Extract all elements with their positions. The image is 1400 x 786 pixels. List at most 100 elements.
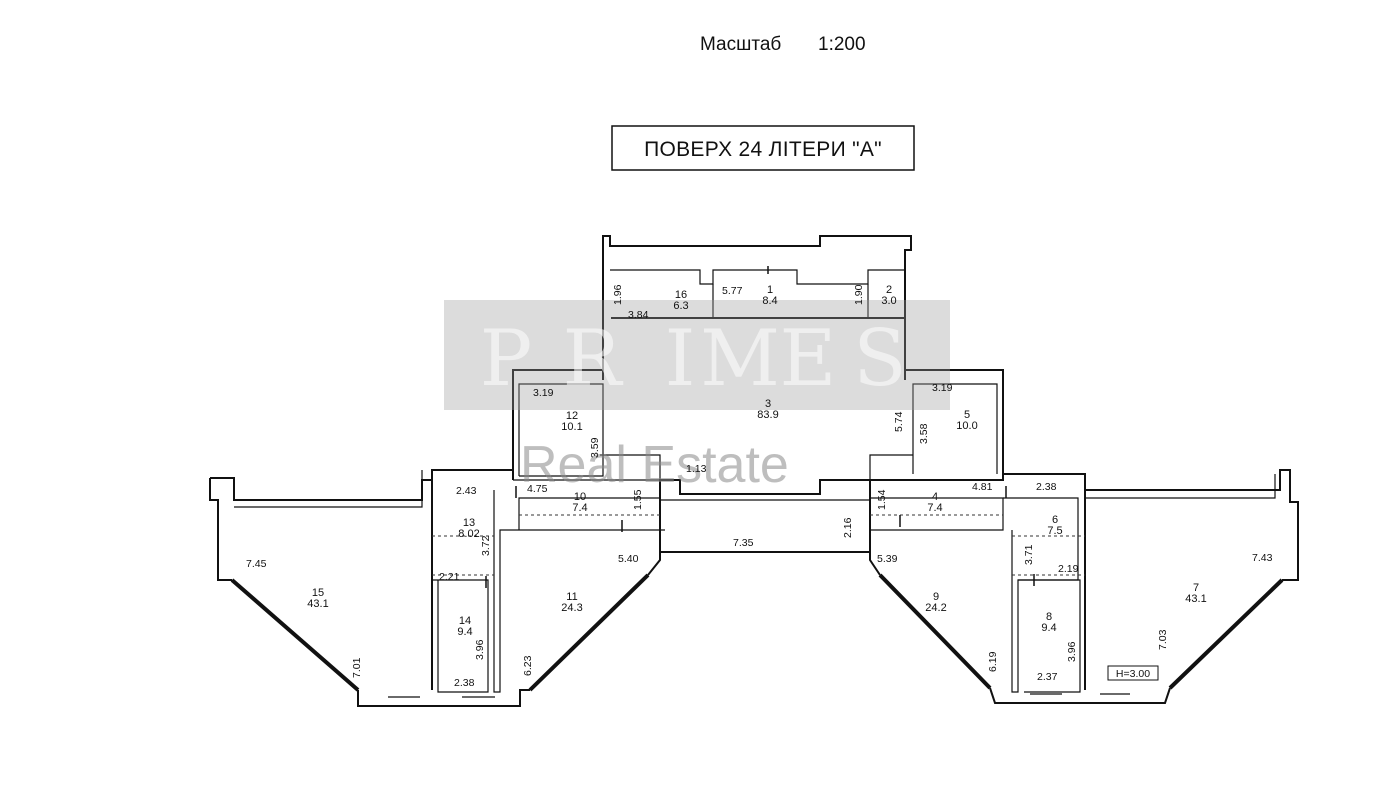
glazing-right-2 (1168, 578, 1284, 690)
dim-3-59: 3.59 (589, 437, 601, 458)
dim-3-19-right: 3.19 (932, 382, 953, 394)
floor-title-frame (611, 125, 915, 171)
dim-3-84: 3.84 (628, 309, 649, 321)
dim-1-96: 1.96 (612, 284, 624, 305)
dim-1-55: 1.55 (632, 489, 644, 510)
room-5-area: 10.0 (956, 420, 977, 432)
dim-7-35: 7.35 (733, 537, 754, 549)
glazing-right-1 (878, 573, 992, 690)
room-7-area: 43.1 (1185, 593, 1206, 605)
dim-2-16: 2.16 (842, 517, 854, 538)
room-15-num: 15 (312, 587, 324, 599)
room-12-area: 10.1 (561, 421, 582, 433)
room-12-wall (512, 369, 603, 480)
room-12-box (518, 383, 604, 477)
glazing-left-1 (230, 578, 360, 692)
left-bottom-wall (357, 689, 530, 707)
room-2-area: 3.0 (881, 295, 896, 307)
door-ticks (485, 266, 1035, 588)
watermark-letter-r: R (563, 314, 624, 404)
height-label: H=3.00 (1116, 668, 1150, 680)
height-box (1107, 665, 1159, 681)
room-6-num: 6 (1052, 514, 1058, 526)
top-block-wall (602, 235, 912, 380)
dim-3-71: 3.71 (1023, 544, 1035, 565)
room-5-box (912, 383, 998, 474)
room-11-area: 24.3 (561, 602, 582, 614)
room-13-num: 13 (463, 517, 475, 529)
room-labels: 1 8.4 2 3.0 3 83.9 4 7.4 5 10.0 6 7.5 7 … (307, 284, 1206, 638)
room-16-num: 16 (675, 289, 687, 301)
central-opening (647, 479, 881, 576)
right-bottom-wall (989, 687, 1171, 704)
building-outline (209, 235, 1299, 707)
dim-7-03: 7.03 (1157, 629, 1169, 650)
dim-6-23: 6.23 (522, 655, 534, 676)
dim-2-21: 2.21 (439, 571, 460, 583)
right-wing-inner (1085, 474, 1276, 499)
room-7-num: 7 (1193, 582, 1199, 594)
room-9-area: 24.2 (925, 602, 946, 614)
dim-2-37: 2.37 (1037, 671, 1058, 683)
room-5-wall (905, 369, 1004, 474)
dim-1-90: 1.90 (853, 284, 865, 305)
room-3-num: 3 (765, 398, 771, 410)
room-8-box (1018, 579, 1081, 693)
dim-3-72: 3.72 (480, 535, 492, 556)
dim-7-45: 7.45 (246, 558, 267, 570)
watermark-letter-e: E (780, 314, 837, 404)
dashed-partitions (432, 514, 1085, 576)
dim-2-43: 2.43 (456, 485, 477, 497)
room-2-num: 2 (886, 284, 892, 296)
dim-2-38-bottom: 2.38 (454, 677, 475, 689)
dim-2-38-top: 2.38 (1036, 481, 1057, 493)
dimension-labels: 1.96 3.84 5.77 1.90 3.19 3.59 3.19 3.58 … (246, 284, 1273, 689)
glazing-left-2 (528, 573, 650, 692)
room-1-area: 8.4 (762, 295, 777, 307)
dim-3-58: 3.58 (918, 423, 930, 444)
room-4-box (870, 497, 1004, 531)
scale-label: Масштаб (700, 34, 781, 55)
watermark-subtitle: Real Estate (520, 436, 789, 494)
dim-3-96-left: 3.96 (474, 639, 486, 660)
top-inner-wall (610, 269, 905, 285)
left-wing-inner (234, 470, 423, 508)
dim-7-01: 7.01 (351, 657, 363, 678)
floor-title: ПОВЕРХ 24 ЛІТЕРИ "А" (644, 138, 882, 161)
hall-south-left (600, 454, 661, 480)
watermark-letter-m: M (700, 314, 780, 404)
room-14-box (432, 579, 489, 693)
room-12-num: 12 (566, 410, 578, 422)
dim-5-74: 5.74 (893, 411, 905, 432)
room-4-num: 4 (932, 491, 938, 503)
dim-5-40: 5.40 (618, 553, 639, 565)
dim-5-77: 5.77 (722, 285, 743, 297)
room-1-num: 1 (767, 284, 773, 296)
dim-2-19: 2.19 (1058, 563, 1079, 575)
right-wing-top (870, 469, 1299, 581)
room-10-area: 7.4 (572, 502, 587, 514)
room-11-num: 11 (566, 591, 577, 603)
wall-13-11 (493, 490, 665, 693)
room-13-area: 8.02 (458, 528, 479, 540)
dim-3-96-right: 3.96 (1066, 641, 1078, 662)
room-16-area: 6.3 (673, 300, 688, 312)
room-3-area: 83.9 (757, 409, 778, 421)
watermark-letter-s: S (853, 314, 906, 404)
room-8-num: 8 (1046, 611, 1052, 623)
watermark-letter-p: P (480, 314, 532, 404)
watermark-block (444, 300, 950, 410)
dim-3-19-left: 3.19 (533, 387, 554, 399)
room-14-num: 14 (459, 615, 471, 627)
dim-4-81: 4.81 (972, 481, 993, 493)
dim-6-19: 6.19 (987, 651, 999, 672)
room-14-area: 9.4 (457, 626, 472, 638)
room-8-area: 9.4 (1041, 622, 1056, 634)
scale-value: 1:200 (818, 34, 866, 55)
left-wing-side (209, 478, 232, 581)
hall-south-right (869, 454, 913, 480)
dim-4-75: 4.75 (527, 483, 548, 495)
room-9-num: 9 (933, 591, 939, 603)
dim-7-43: 7.43 (1252, 552, 1273, 564)
